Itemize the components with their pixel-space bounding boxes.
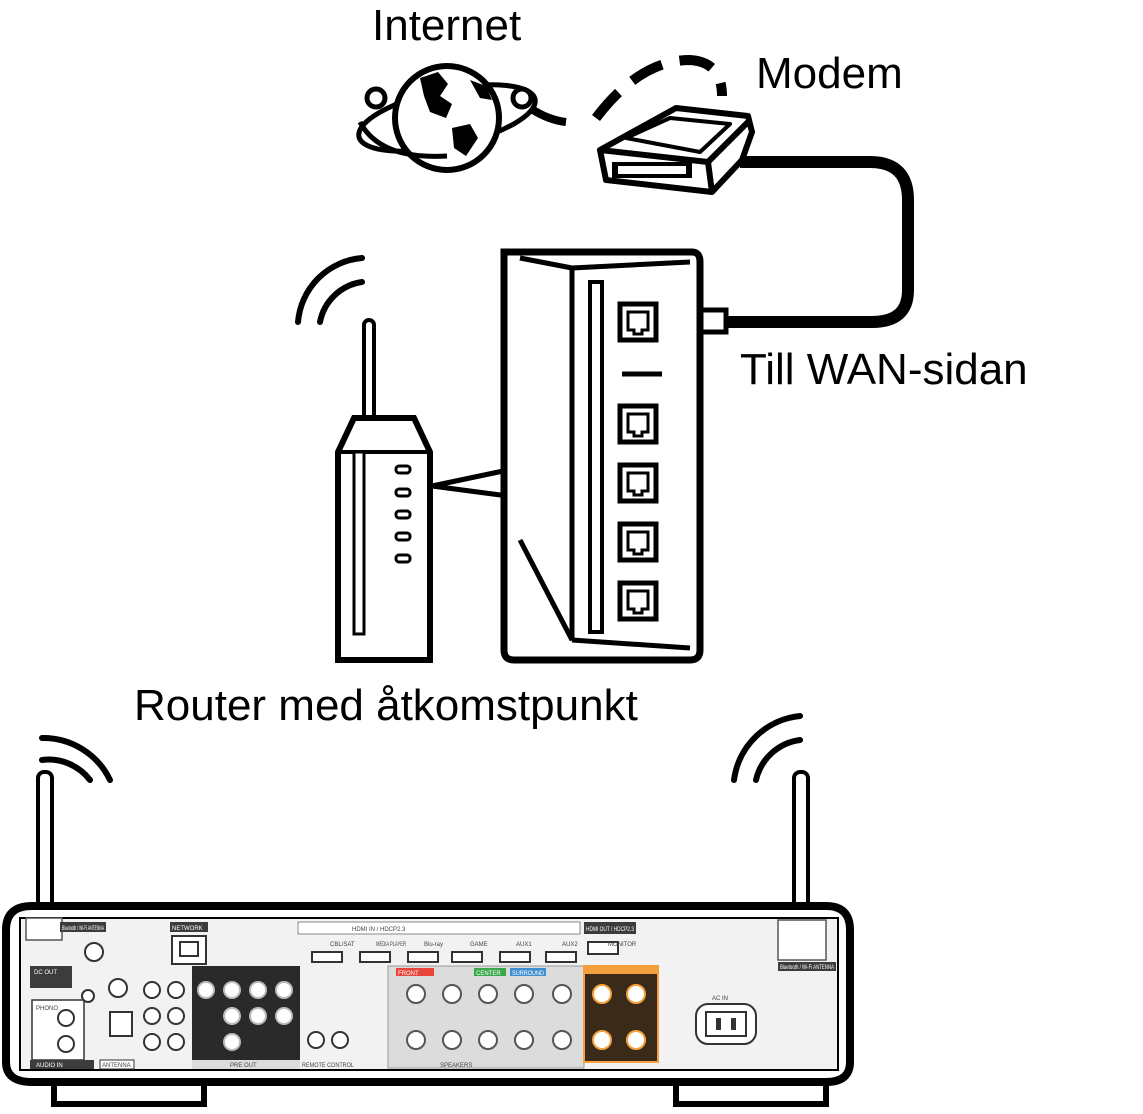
lan-port-1 <box>617 403 659 445</box>
router-back-panel <box>500 248 704 664</box>
bt-antenna-right-label: Bluetooth / Wi-Fi ANTENNA <box>780 965 834 971</box>
remote-control-label: REMOTE CONTROL <box>302 1063 355 1069</box>
lan-port-2 <box>617 462 659 504</box>
speakers-label: SPEAKERS <box>440 1063 472 1069</box>
wan-port <box>617 301 659 343</box>
modem-icon <box>597 105 755 195</box>
wan-cable <box>724 156 914 328</box>
hdmi-input-label: Blu-ray <box>424 942 443 948</box>
router-label: Router med åtkomstpunkt <box>134 681 638 730</box>
wan-side-label: Till WAN-sidan <box>740 345 1028 394</box>
router-icon <box>335 318 433 663</box>
ac-in-label: AC IN <box>712 996 728 1002</box>
router-ports <box>617 301 659 622</box>
modem-label: Modem <box>756 49 903 98</box>
av-receiver: Bluetooth / Wi-Fi ANTENNA Bluetooth / Wi… <box>2 902 854 1107</box>
hdmi-in-label: HDMI IN / HDCP2.3 <box>352 927 406 933</box>
wifi-waves-icon <box>295 255 365 325</box>
zoom-callout <box>431 467 509 499</box>
dc-out-label: DC OUT <box>34 970 57 976</box>
monitor-label: MONITOR <box>608 942 637 948</box>
hdmi-input-label: GAME <box>470 942 488 948</box>
network-label: NETWORK <box>172 926 203 932</box>
hdmi-input-label: MEDIA PLAYER <box>376 942 406 948</box>
internet-modem-link <box>592 54 727 122</box>
bt-antenna-left-label: Bluetooth / Wi-Fi ANTENNA <box>62 926 104 932</box>
center-label: CENTER <box>476 971 501 977</box>
audio-in-label: AUDIO IN <box>36 1063 63 1069</box>
hdmi-input-label: AUX1 <box>516 942 532 948</box>
internet-globe-icon <box>356 63 567 173</box>
internet-label: Internet <box>372 1 521 50</box>
hdmi-input-label: CBL/SAT <box>330 942 355 948</box>
phono-label: PHONO <box>36 1006 58 1012</box>
hdmi-out-label: HDMI OUT / HDCP2.3 <box>586 927 635 933</box>
pre-out-label: PRE OUT <box>230 1063 257 1069</box>
hdmi-inputs <box>311 941 619 963</box>
lan-port-3 <box>617 521 659 563</box>
antenna-label: ANTENNA <box>102 1063 131 1069</box>
receiver-wifi-waves-left-icon <box>39 734 113 783</box>
hdmi-input-label: AUX2 <box>562 942 578 948</box>
receiver-wifi-waves-right-icon <box>731 713 803 783</box>
surround-label: SURROUND <box>512 971 545 977</box>
lan-port-4 <box>617 580 659 622</box>
front-label: FRONT <box>398 971 419 977</box>
